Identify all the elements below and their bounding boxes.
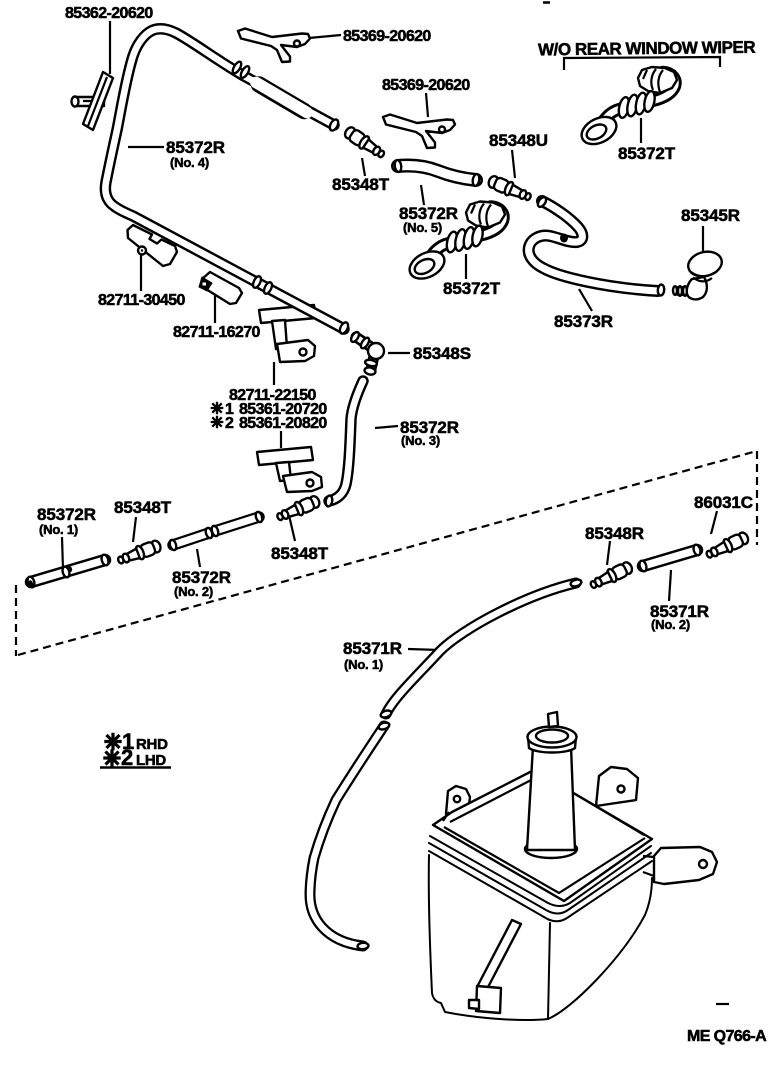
svg-text:(No. 3): (No. 3) [401, 433, 440, 448]
svg-text:82711-30450: 82711-30450 [98, 292, 186, 309]
svg-text:85372R: 85372R [400, 418, 459, 437]
svg-text:85369-20620: 85369-20620 [382, 77, 470, 94]
svg-text:85372T: 85372T [618, 144, 676, 163]
svg-text:85371R: 85371R [650, 602, 709, 621]
svg-text:(No. 4): (No. 4) [170, 155, 209, 170]
svg-text:85372R: 85372R [399, 204, 458, 223]
svg-text:85361-20720: 85361-20720 [239, 401, 327, 418]
svg-text:(No. 1): (No. 1) [344, 657, 383, 672]
svg-text:LHD: LHD [136, 752, 166, 769]
svg-text:85348S: 85348S [413, 344, 471, 363]
svg-text:85369-20620: 85369-20620 [343, 28, 431, 45]
svg-text:2: 2 [121, 745, 133, 770]
svg-text:ME Q766-A: ME Q766-A [687, 1028, 767, 1045]
svg-text:85372R: 85372R [37, 505, 96, 524]
svg-text:RHD: RHD [136, 736, 168, 753]
svg-text:1: 1 [225, 401, 234, 418]
svg-text:85372R: 85372R [166, 138, 225, 157]
svg-text:(No. 2): (No. 2) [651, 617, 690, 632]
svg-text:(No. 5): (No. 5) [403, 220, 442, 235]
svg-text:(No. 2): (No. 2) [174, 584, 213, 599]
svg-text:85372T: 85372T [443, 279, 501, 298]
svg-text:85345R: 85345R [681, 206, 740, 225]
svg-text:85361-20820: 85361-20820 [239, 415, 327, 432]
svg-text:85348T: 85348T [114, 498, 172, 517]
svg-text:85348U: 85348U [489, 131, 548, 150]
svg-text:85371R: 85371R [343, 639, 402, 658]
svg-text:W/O REAR WINDOW WIPER: W/O REAR WINDOW WIPER [538, 38, 756, 60]
svg-text:1: 1 [122, 729, 134, 754]
svg-text:85373R: 85373R [554, 312, 613, 331]
svg-text:85348T: 85348T [271, 544, 329, 563]
svg-text:(No. 1): (No. 1) [39, 522, 78, 537]
svg-text:85348T: 85348T [332, 175, 390, 194]
svg-text:2: 2 [225, 415, 234, 432]
svg-text:85348R: 85348R [585, 524, 644, 543]
svg-text:85362-20620: 85362-20620 [65, 5, 153, 22]
svg-text:86031C: 86031C [694, 493, 753, 512]
svg-text:82711-22150: 82711-22150 [229, 387, 317, 404]
svg-text:82711-16270: 82711-16270 [173, 324, 261, 341]
svg-text:85372R: 85372R [172, 568, 231, 587]
